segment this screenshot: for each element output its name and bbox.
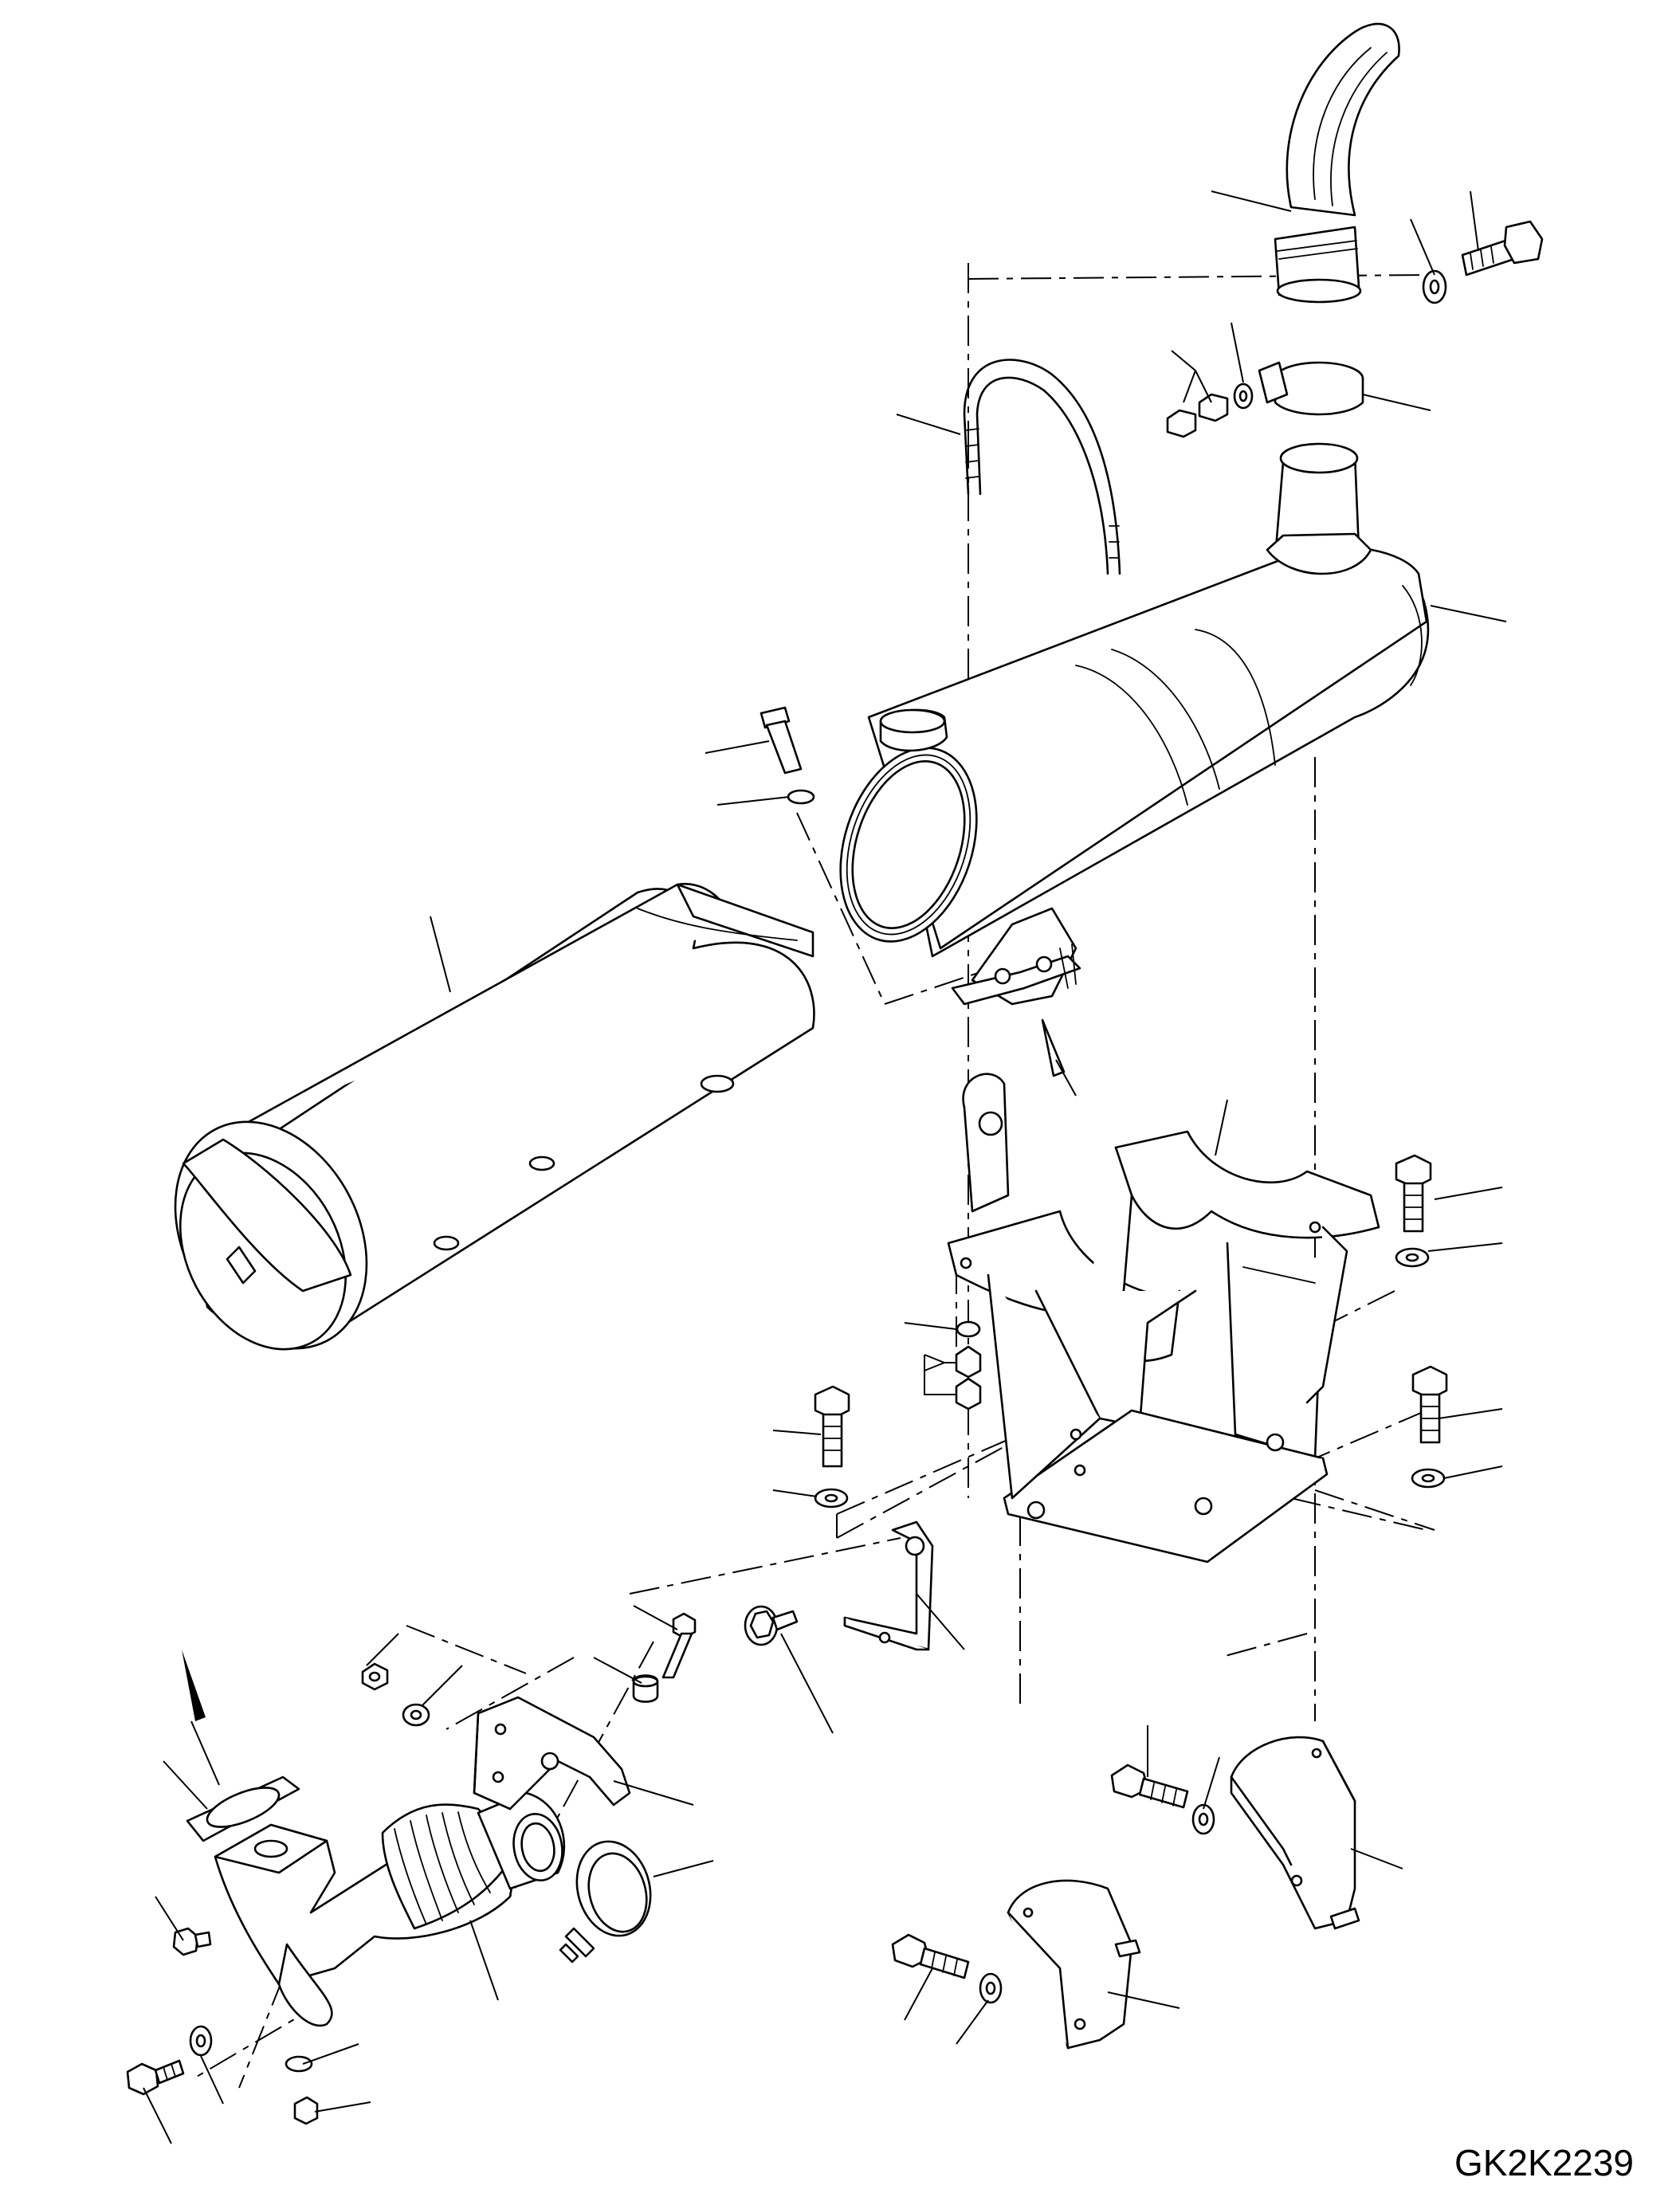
drawing-code-label: GK2K2239 [1454,2142,1634,2183]
hex-bolt-bracket-right [1110,1763,1215,1835]
tail-pipe [1274,22,1400,304]
hex-bolt-right-1 [1395,1154,1432,1268]
hex-bolt-elbow-bottom [126,2025,213,2096]
washer-upper [1422,269,1447,304]
bracket-right-lower [1230,1736,1360,1930]
hex-bolt-muffler [760,706,815,805]
hex-bolt-upper [1461,220,1544,277]
hose-clamp [559,1840,652,1964]
exhaust-flange-gasket [186,1775,300,1842]
hex-bolt-elbow-left [172,1927,212,1956]
direction-arrow-elbow [182,1650,220,1786]
hex-bolt-left [814,1385,850,1508]
z-bracket [843,1520,934,1651]
flange-bolt [744,1605,799,1646]
pipe-clamp [1258,361,1364,416]
u-bolt [963,359,1121,575]
leader-lines [143,190,1507,2144]
nut-washer-stand [955,1320,982,1410]
exhaust-elbow-pipe [214,1779,566,2027]
hex-bolt-right-2 [1411,1365,1448,1489]
nuts-upper [1166,383,1254,438]
flange-bolt-elbow [361,1662,430,1727]
direction-arrow-muffler [1041,1018,1077,1097]
nut-washer-elbow [285,2055,319,2125]
muffler [839,442,1430,1006]
elbow-heat-bracket [473,1696,631,1811]
bracket-center-lower [1007,1879,1141,2050]
heat-shield-cover [174,882,815,1351]
spacer-bolt [632,1612,697,1703]
muffler-mount-stand [947,1073,1380,1563]
hex-bolt-bracket-center [891,1933,1003,2004]
